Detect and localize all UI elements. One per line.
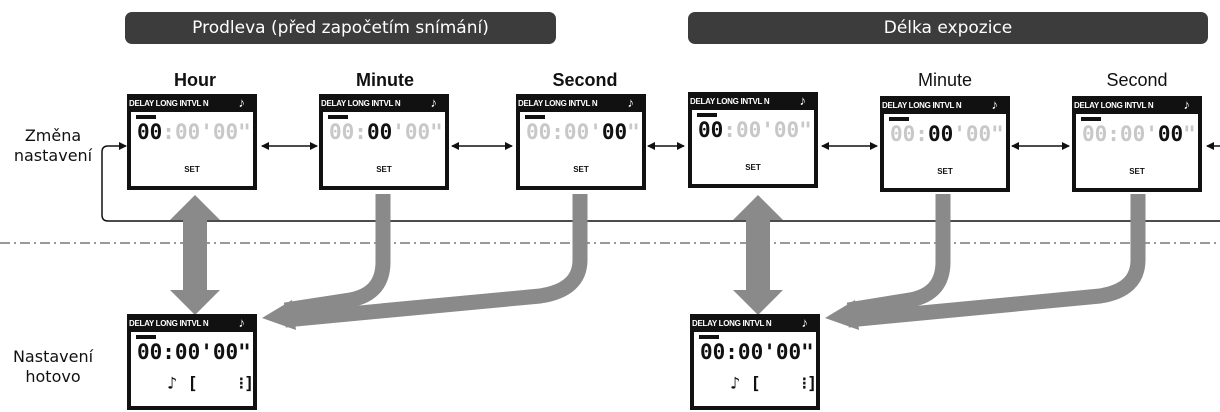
big-arrow-hour: [170, 195, 220, 315]
lcd-delay-second: DELAY LONG INTVL N ♪ 00:00'00" SET: [516, 94, 646, 190]
lcd-exposure-second: DELAY LONG INTVL N ♪ 00:00'00" SET: [1072, 96, 1202, 192]
lcd-exposure-minute: DELAY LONG INTVL N ♪ 00:00'00" SET: [880, 96, 1010, 192]
exposure-banner: Délka expozice: [688, 12, 1208, 44]
lcd-screen: 00:00'00" ♪ [ ⁝]: [131, 332, 255, 406]
music-note-icon: ♪: [1183, 97, 1191, 112]
setting-done-label: Nastavení hotovo: [12, 347, 94, 386]
curved-arrowhead-delay: [262, 300, 296, 330]
curved-arrow-second-delay: [284, 194, 588, 328]
cursor-bar: [699, 335, 719, 339]
lcd-header: DELAY LONG INTVL N: [129, 99, 209, 108]
cursor-bar: [525, 115, 545, 119]
curved-arrow-minute-exposure: [846, 194, 951, 318]
lcd-header: DELAY LONG INTVL N: [518, 99, 598, 108]
lcd-header: DELAY LONG INTVL N: [692, 319, 772, 328]
cursor-bar: [328, 115, 348, 119]
lcd-time: 00:00'00": [329, 120, 443, 144]
lcd-time: 00:00'00": [1082, 122, 1196, 146]
lcd-screen: 00:00'00" SET: [323, 112, 445, 186]
lcd-time: 00:00'00": [698, 118, 812, 142]
lcd-set-label: SET: [1129, 167, 1145, 176]
lcd-time: 00:00'00": [890, 122, 1004, 146]
loop-return-line: [101, 142, 1220, 222]
minute-header-delay: Minute: [356, 70, 414, 90]
cursor-bar: [1081, 117, 1101, 121]
lcd-set-label: SET: [745, 163, 761, 172]
lcd-screen: 00:00'00" SET: [520, 112, 642, 186]
lcd-delay-done: DELAY LONG INTVL N ♪ 00:00'00" ♪ [ ⁝]: [127, 314, 257, 410]
lcd-set-label: SET: [573, 165, 589, 174]
lcd-set-label: SET: [937, 167, 953, 176]
lcd-set-label: SET: [184, 165, 200, 174]
lcd-time: 00:00'00": [137, 340, 251, 364]
lcd-bracket: ♪ [ ⁝]: [730, 374, 818, 394]
cursor-bar: [136, 115, 156, 119]
cursor-bar: [889, 117, 909, 121]
lcd-screen: 00:00'00" SET: [692, 110, 814, 184]
music-note-icon: ♪: [801, 315, 809, 330]
curved-arrow-minute-delay: [283, 194, 391, 318]
hour-header: Hour: [174, 70, 216, 90]
cursor-bar: [136, 335, 156, 339]
lcd-header: DELAY LONG INTVL N: [321, 99, 401, 108]
lcd-header: DELAY LONG INTVL N: [129, 319, 209, 328]
music-note-icon: ♪: [238, 315, 246, 330]
lcd-bracket: ♪ [ ⁝]: [167, 374, 255, 394]
music-note-icon: ♪: [627, 95, 635, 110]
lcd-screen: 00:00'00" ♪ [ ⁝]: [694, 332, 818, 406]
music-note-icon: ♪: [991, 97, 999, 112]
lcd-set-label: SET: [376, 165, 392, 174]
lcd-header: DELAY LONG INTVL N: [690, 97, 770, 106]
lcd-time: 00:00'00": [526, 120, 640, 144]
lcd-exposure-done: DELAY LONG INTVL N ♪ 00:00'00" ♪ [ ⁝]: [690, 314, 820, 410]
change-setting-label: Změna nastavení: [13, 126, 93, 165]
curved-arrow-second-exposure: [847, 194, 1146, 328]
lcd-screen: 00:00'00" SET: [1076, 114, 1198, 188]
music-note-icon: ♪: [238, 95, 246, 110]
lcd-screen: 00:00'00" SET: [131, 112, 253, 186]
lcd-delay-minute: DELAY LONG INTVL N ♪ 00:00'00" SET: [319, 94, 449, 190]
music-note-icon: ♪: [799, 93, 807, 108]
minute-header-exposure: Minute: [917, 70, 973, 90]
music-note-icon: ♪: [430, 95, 438, 110]
lcd-delay-hour: DELAY LONG INTVL N ♪ 00:00'00" SET: [127, 94, 257, 190]
second-header-exposure: Second: [1106, 70, 1168, 90]
cursor-bar: [697, 113, 717, 117]
delay-banner: Prodleva (před započetím snímání): [125, 12, 556, 44]
second-header-delay: Second: [552, 70, 618, 90]
curved-arrowhead-exposure: [825, 300, 859, 330]
lcd-screen: 00:00'00" SET: [884, 114, 1006, 188]
lcd-header: DELAY LONG INTVL N: [1074, 101, 1154, 110]
big-arrow-exposure: [733, 195, 783, 315]
lcd-time: 00:00'00": [700, 340, 814, 364]
lcd-exposure-hour: DELAY LONG INTVL N ♪ 00:00'00" SET: [688, 92, 818, 188]
lcd-time: 00:00'00": [137, 120, 251, 144]
lcd-header: DELAY LONG INTVL N: [882, 101, 962, 110]
